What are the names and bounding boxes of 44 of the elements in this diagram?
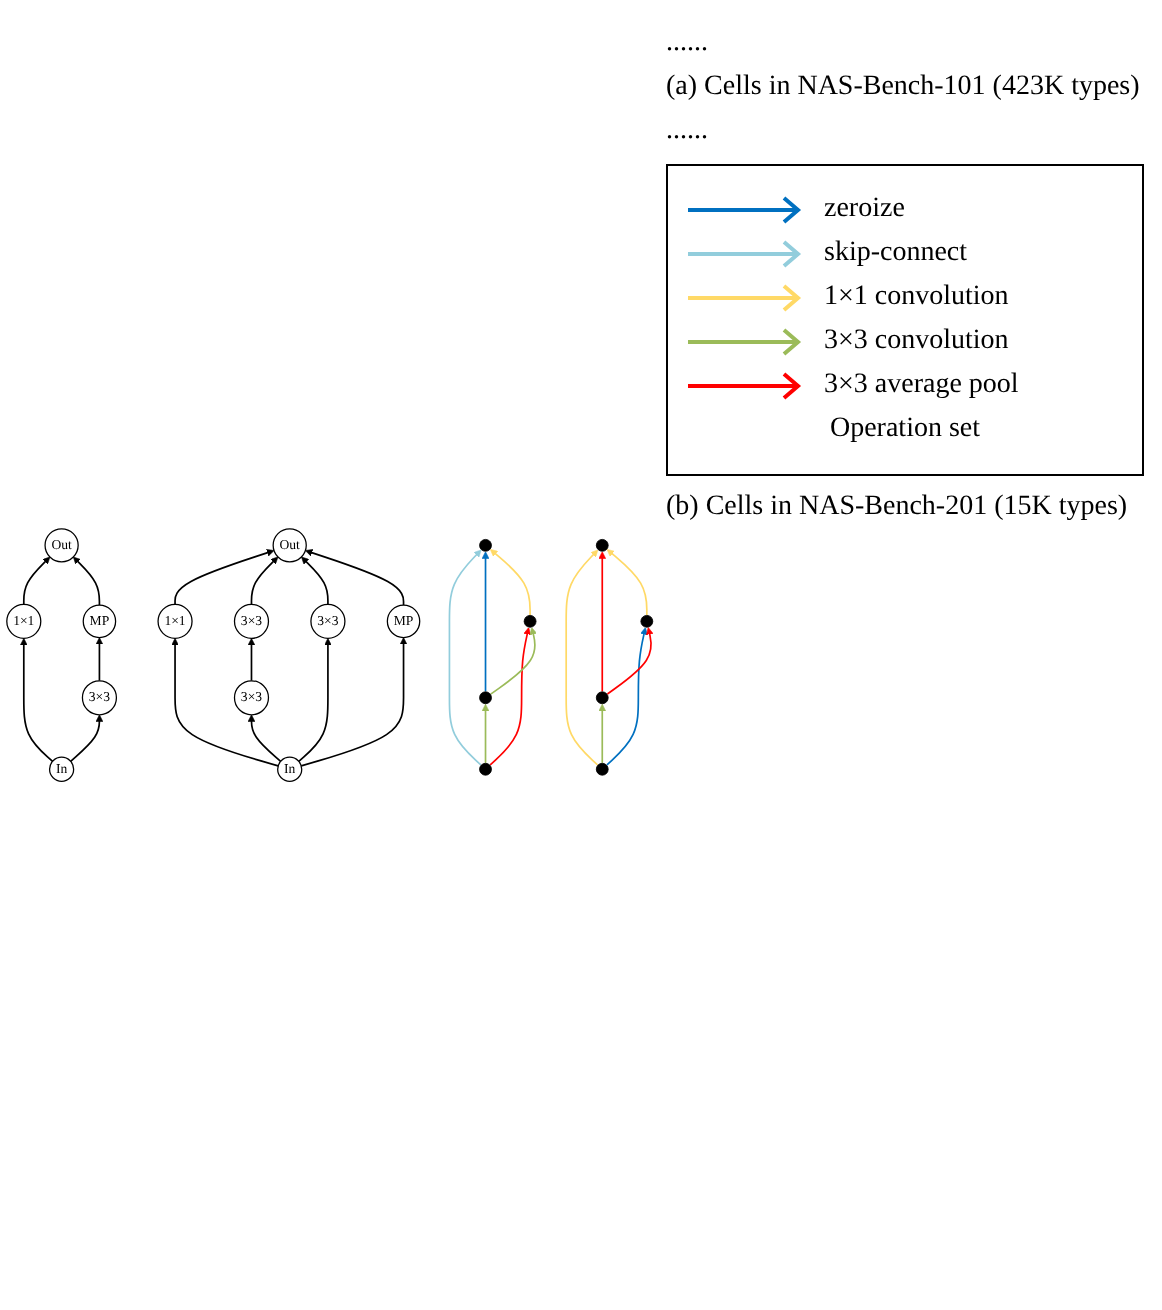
legend-text: zeroize (824, 194, 905, 226)
node-circle (479, 762, 492, 776)
legend-title: Operation set (827, 414, 983, 446)
arrow (565, 549, 599, 766)
arrow (95, 637, 104, 682)
arrow (297, 637, 332, 763)
arrow (606, 627, 654, 695)
arrow (20, 637, 54, 763)
arrow (247, 714, 282, 763)
caption: (a) Cells in NAS-Bench-101 (423K types) (666, 72, 1142, 104)
label-text: ...... (666, 28, 710, 60)
arrow (73, 556, 101, 606)
arrow (598, 703, 606, 764)
arrow (490, 549, 531, 616)
arrow (489, 627, 531, 766)
arrow (171, 637, 279, 767)
arrow (22, 556, 51, 606)
node-circle (523, 614, 537, 628)
node-circle (479, 538, 492, 552)
arrow (481, 551, 490, 693)
arrow (250, 556, 279, 606)
arrow (300, 637, 408, 767)
legend-text: 3×3 average pool (824, 370, 1019, 402)
arrow (481, 703, 490, 764)
arrow (489, 627, 537, 695)
node-circle (595, 538, 609, 552)
legend-text: skip-connect (824, 238, 968, 270)
node-circle (479, 691, 492, 705)
arrow (448, 549, 482, 766)
arrow (247, 637, 256, 682)
legend-text: 1×1 convolution (824, 282, 1009, 314)
node-circle (595, 762, 609, 776)
arrow (69, 714, 104, 763)
arrow (606, 549, 648, 616)
arrow (301, 556, 329, 606)
node-circle (595, 691, 609, 705)
arrow (174, 549, 275, 606)
label-text: ...... (666, 116, 710, 148)
arrow (598, 551, 606, 693)
legend-text: 3×3 convolution (824, 326, 1009, 358)
caption: (b) Cells in NAS-Bench-201 (15K types) (666, 492, 1130, 524)
node-circle (640, 614, 654, 628)
arrow (305, 549, 405, 606)
arrow (606, 627, 648, 766)
